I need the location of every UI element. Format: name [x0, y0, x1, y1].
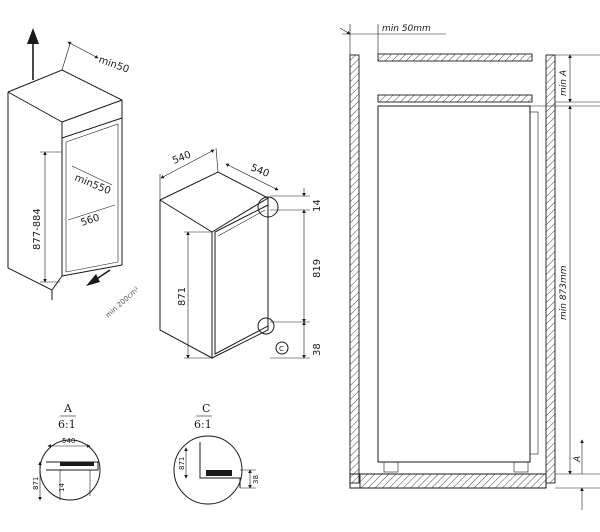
- dim-appliance-height: 871: [177, 231, 212, 359]
- detail-a-height-label: 871: [32, 477, 40, 490]
- detail-c-scale: 6:1: [194, 418, 212, 431]
- section-top-shelf: [377, 53, 533, 62]
- cabinet-drawing: min50 877-884 min550 560 min 200cm²: [7, 28, 141, 319]
- detail-c-side-label: 38: [252, 475, 260, 484]
- dim-appliance-width-label: 540: [171, 149, 193, 166]
- dim-appliance-height-label: 871: [177, 287, 188, 306]
- detail-a-scale: 6:1: [58, 418, 76, 431]
- dim-top-vent-label: min50: [97, 54, 130, 75]
- detail-a: A 6:1 540 871 14: [32, 402, 101, 501]
- dim-cabinet-height: 877-884: [32, 151, 62, 283]
- vent-area-label: min 200cm²: [104, 285, 141, 319]
- callout-c-label: C: [279, 345, 284, 353]
- section-left-wall: [349, 54, 360, 484]
- dim-a: A: [555, 439, 600, 510]
- detail-c: C 6:1 38 871: [173, 402, 260, 505]
- detail-a-label: A: [63, 402, 73, 415]
- dim-door-height-label: 819: [312, 259, 323, 278]
- dim-top-vent: min50: [61, 41, 130, 76]
- dim-section-height: min 873mm: [559, 105, 572, 475]
- detail-a-side-label: 14: [58, 483, 66, 492]
- dim-min-a-label: min A: [559, 70, 569, 96]
- dim-inner-width-label: 560: [80, 212, 102, 228]
- section-upper-shelf: [377, 94, 533, 103]
- dim-bottom-label: 38: [312, 343, 323, 356]
- dim-appliance-width: 540: [159, 147, 219, 200]
- callout-c-marker: [275, 341, 289, 355]
- dim-section-height-label: min 873mm: [559, 265, 569, 320]
- section-view: min 50mm min A min 873mm A: [339, 24, 600, 510]
- dim-min-a: min A: [559, 54, 572, 103]
- airflow-up-arrow-icon: [27, 28, 39, 80]
- section-right-wall: [545, 54, 556, 484]
- section-bottom-plinth: [359, 473, 547, 489]
- dim-door-stack: 14 819 38: [270, 188, 323, 359]
- dim-top-clearance-label: min 50mm: [382, 24, 431, 34]
- appliance-drawing: 540 540 871 C 14 819 38: [159, 147, 323, 359]
- vent-arrow-icon: [86, 269, 111, 286]
- dim-door-gap-top-label: 14: [312, 199, 323, 212]
- detail-a-width-label: 540: [62, 437, 75, 445]
- dim-inner-depth-label: min550: [73, 173, 112, 197]
- section-appliance: [377, 105, 531, 463]
- detail-c-height-label: 871: [178, 457, 186, 470]
- callout-c-circle: [257, 317, 275, 335]
- dim-cabinet-height-label: 877-884: [32, 208, 43, 250]
- detail-c-label: C: [202, 402, 210, 415]
- dim-a-label: A: [573, 456, 583, 463]
- callout-a-circle: [257, 196, 279, 218]
- dim-appliance-depth: 540: [225, 163, 279, 191]
- dim-top-clearance: min 50mm: [339, 24, 446, 55]
